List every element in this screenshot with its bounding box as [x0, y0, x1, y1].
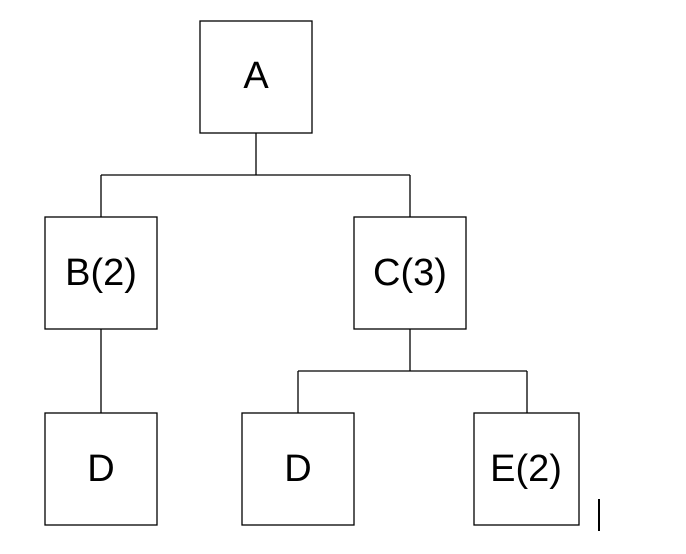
node-label: B(2)	[65, 252, 137, 294]
tree-node-d-left: D	[44, 412, 158, 526]
node-box	[199, 20, 313, 134]
tree-node-d-middle: D	[241, 412, 355, 526]
node-box	[44, 412, 158, 526]
tree-node-c: C(3)	[353, 216, 467, 330]
node-box	[353, 216, 467, 330]
node-label: D	[87, 448, 114, 490]
node-label: C(3)	[373, 252, 447, 294]
node-box	[241, 412, 355, 526]
node-label: A	[243, 55, 269, 97]
tree-node-a: A	[199, 20, 313, 134]
node-label: D	[284, 448, 311, 490]
node-label: E(2)	[490, 448, 562, 490]
tree-node-b: B(2)	[44, 216, 158, 330]
node-box	[473, 412, 580, 526]
tree-node-e: E(2)	[473, 412, 580, 526]
tree-edges	[100, 133, 528, 413]
node-box	[44, 216, 158, 330]
